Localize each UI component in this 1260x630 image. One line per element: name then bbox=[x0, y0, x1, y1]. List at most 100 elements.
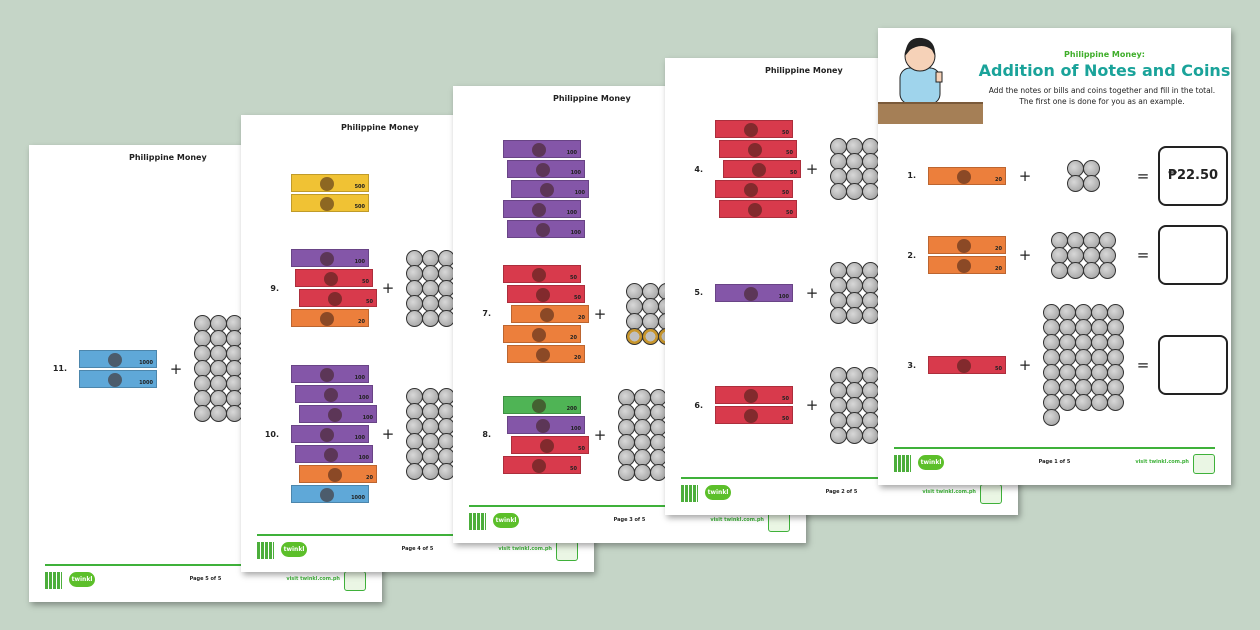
banknote-20: 20 bbox=[291, 309, 369, 328]
banknote-portrait bbox=[536, 162, 550, 177]
page-header: Philippine Money bbox=[341, 123, 419, 132]
banknote-50: 50 bbox=[507, 284, 585, 303]
banknote-value: 20 bbox=[995, 176, 1002, 183]
coin bbox=[846, 426, 863, 444]
coin bbox=[406, 463, 423, 481]
coin bbox=[642, 282, 659, 300]
twinkl-logo: twinkl bbox=[918, 455, 944, 470]
plus-sign: + bbox=[1018, 356, 1032, 375]
page-header: Philippine Money bbox=[553, 94, 631, 103]
banknote-50: 50 bbox=[719, 140, 797, 159]
coin bbox=[642, 312, 659, 330]
banknote-100: 100 bbox=[291, 249, 369, 268]
quality-badge-icon bbox=[1193, 454, 1215, 474]
coin bbox=[1091, 394, 1108, 412]
quality-badge-icon bbox=[344, 571, 366, 591]
coin bbox=[406, 309, 423, 327]
question-row: 1.20+=₱22.50 bbox=[878, 145, 1231, 206]
banknote-value: 100 bbox=[358, 395, 369, 402]
banknote-portrait bbox=[957, 169, 971, 184]
notes-stack: 50 bbox=[928, 356, 1010, 375]
coin bbox=[1083, 261, 1100, 279]
coin bbox=[862, 426, 879, 444]
banknote-portrait bbox=[957, 239, 971, 254]
site-link[interactable]: visit twinkl.com.ph bbox=[922, 489, 976, 495]
banknote-portrait bbox=[748, 143, 762, 158]
instructions-line-1: Add the notes or bills and coins togethe… bbox=[988, 86, 1216, 95]
coin bbox=[1107, 394, 1124, 412]
equals-sign: = bbox=[1136, 166, 1150, 185]
answer-box[interactable] bbox=[1158, 335, 1228, 396]
banknote-50: 50 bbox=[719, 200, 797, 219]
answer-box[interactable]: ₱22.50 bbox=[1158, 145, 1228, 206]
twinkl-logo: twinkl bbox=[281, 542, 307, 557]
banknote-100: 100 bbox=[291, 425, 369, 444]
coin bbox=[846, 183, 863, 201]
coin bbox=[1067, 261, 1084, 279]
question-number: 7. bbox=[482, 309, 491, 318]
page-number: Page 5 of 5 bbox=[189, 576, 222, 582]
coin bbox=[634, 403, 651, 421]
banknote-value: 1000 bbox=[139, 359, 153, 366]
banknote-portrait bbox=[744, 389, 758, 404]
plus-sign: + bbox=[381, 425, 395, 444]
banknote-200: 200 bbox=[503, 395, 581, 414]
banknote-value: 20 bbox=[358, 319, 365, 326]
coin bbox=[618, 388, 635, 406]
banknote-value: 100 bbox=[570, 425, 581, 432]
quality-badge-icon bbox=[768, 512, 790, 532]
banknote-100: 100 bbox=[503, 199, 581, 218]
banknote-portrait bbox=[532, 142, 546, 157]
banknote-value: 100 bbox=[354, 375, 365, 382]
site-link[interactable]: visit twinkl.com.ph bbox=[710, 517, 764, 523]
site-link[interactable]: visit twinkl.com.ph bbox=[498, 546, 552, 552]
banknote-value: 50 bbox=[578, 445, 585, 452]
banknote-value: 100 bbox=[354, 435, 365, 442]
qr-code bbox=[681, 485, 698, 502]
coin bbox=[1067, 174, 1084, 192]
coin bbox=[634, 433, 651, 451]
coin bbox=[210, 405, 227, 422]
question-number: 9. bbox=[270, 283, 279, 293]
twinkl-logo: twinkl bbox=[493, 513, 519, 528]
banknote-portrait bbox=[324, 388, 338, 403]
answer-box[interactable] bbox=[1158, 225, 1228, 286]
banknote-portrait bbox=[320, 428, 334, 443]
worksheet-title: Addition of Notes and Coins bbox=[978, 61, 1231, 80]
banknote-portrait bbox=[752, 163, 766, 178]
plus-sign: + bbox=[1018, 246, 1032, 265]
banknote-portrait bbox=[320, 252, 334, 267]
banknote-portrait bbox=[320, 368, 334, 383]
coin bbox=[618, 448, 635, 466]
banknote-portrait bbox=[328, 468, 342, 483]
notes-stack: 100 bbox=[715, 283, 797, 302]
question-number: 3. bbox=[907, 360, 916, 370]
coin bbox=[618, 433, 635, 451]
coin bbox=[862, 306, 879, 324]
banknote-100: 100 bbox=[507, 159, 585, 178]
page-header: Philippine Money bbox=[765, 66, 843, 75]
page-number: Page 4 of 5 bbox=[401, 546, 434, 552]
banknote-value: 20 bbox=[578, 314, 585, 321]
banknote-portrait bbox=[540, 438, 554, 453]
banknote-value: 50 bbox=[782, 190, 789, 197]
site-link[interactable]: visit twinkl.com.ph bbox=[286, 576, 340, 582]
site-link[interactable]: visit twinkl.com.ph bbox=[1135, 459, 1189, 465]
coin bbox=[846, 306, 863, 324]
banknote-value: 20 bbox=[995, 246, 1002, 253]
banknote-value: 50 bbox=[782, 130, 789, 137]
banknote-value: 50 bbox=[995, 366, 1002, 373]
page-number: Page 2 of 5 bbox=[825, 489, 858, 495]
banknote-value: 20 bbox=[570, 334, 577, 341]
coin bbox=[618, 418, 635, 436]
banknote-100: 100 bbox=[291, 365, 369, 384]
